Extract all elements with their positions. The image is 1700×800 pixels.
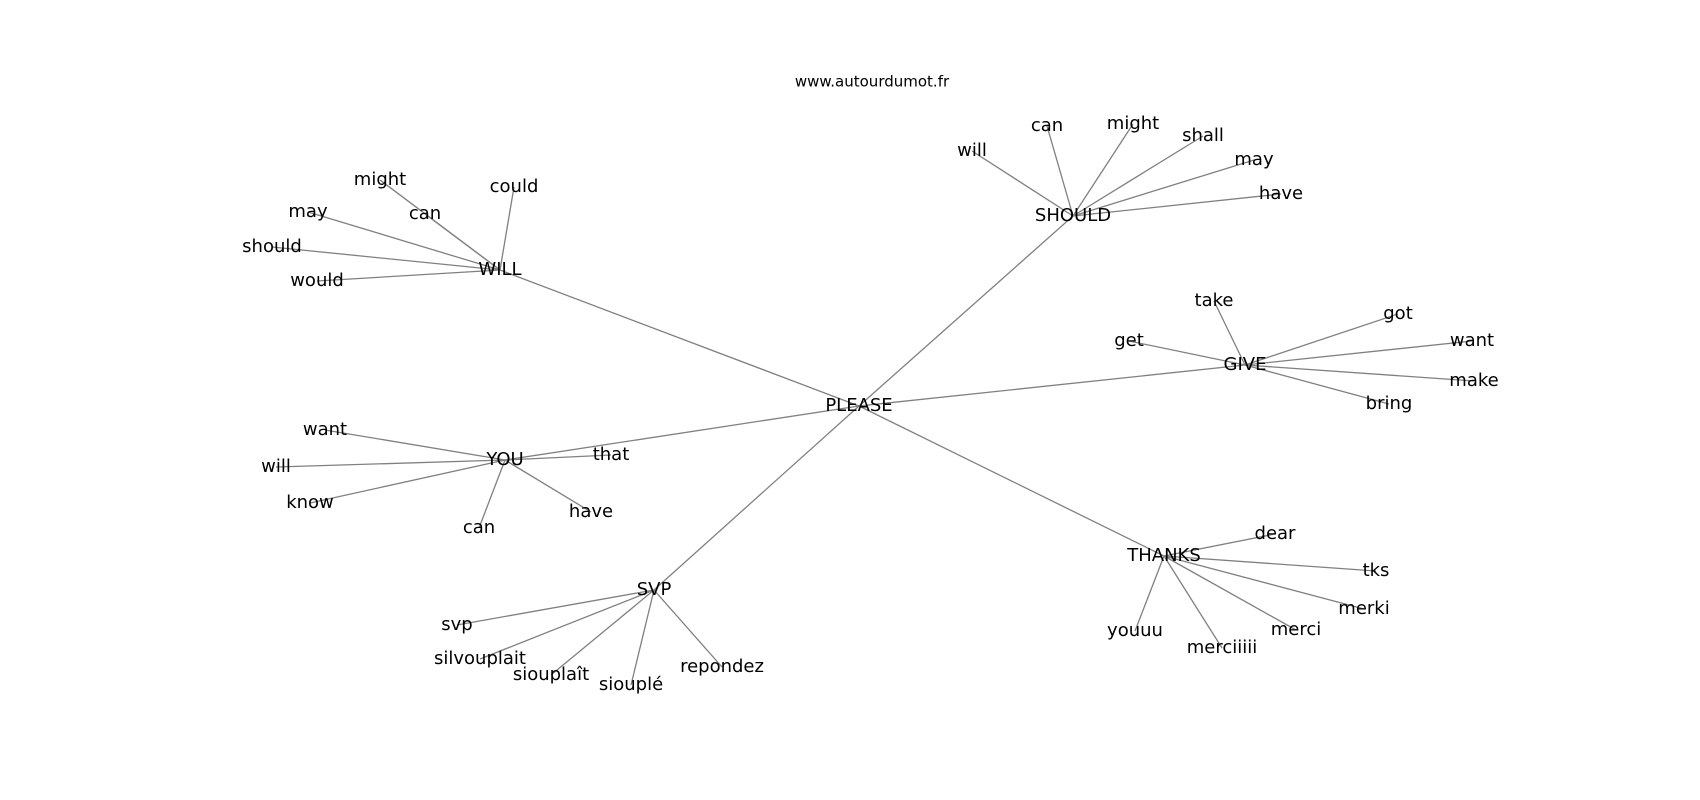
edge-give-word	[1128, 340, 1246, 366]
word-node[interactable]: got	[1383, 303, 1413, 324]
word-node[interactable]: have	[1259, 183, 1303, 204]
edge-thanks-word	[1163, 555, 1297, 631]
word-node[interactable]: repondez	[680, 656, 764, 677]
word-node[interactable]: will	[261, 456, 291, 477]
word-node[interactable]: know	[286, 492, 334, 513]
edge-svp-word	[550, 589, 655, 676]
edge-give-word	[1213, 300, 1246, 366]
word-node[interactable]: should	[242, 236, 302, 257]
edge-will-word	[424, 213, 501, 271]
edge-please-should	[858, 215, 1074, 407]
edge-thanks-word	[1163, 555, 1377, 572]
edge-should-word	[1072, 123, 1134, 217]
edge-will-word	[271, 246, 501, 271]
graph-labels: www.autourdumot.fr PLEASE WILL might could m…	[242, 73, 1499, 696]
edge-give-word	[1244, 364, 1390, 405]
word-node[interactable]: that	[593, 444, 630, 465]
edge-please-will	[499, 269, 860, 407]
edge-please-you	[504, 405, 860, 461]
edge-thanks-word	[1163, 533, 1276, 557]
word-node[interactable]: could	[490, 176, 539, 197]
word-node[interactable]: siouplaît	[513, 664, 589, 685]
word-node[interactable]: merki	[1338, 598, 1389, 619]
edge-thanks-word	[1163, 555, 1223, 649]
edge-thanks-word	[1163, 555, 1365, 610]
site-url[interactable]: www.autourdumot.fr	[795, 73, 950, 91]
edge-you-word	[309, 459, 506, 504]
word-node[interactable]: merciiiii	[1187, 637, 1258, 658]
edge-thanks-word	[1134, 555, 1165, 632]
word-node[interactable]: tks	[1363, 560, 1390, 581]
word-node[interactable]: can	[409, 203, 441, 224]
hub-node-give[interactable]: GIVE	[1224, 354, 1267, 375]
word-node[interactable]: shall	[1182, 125, 1224, 146]
edge-should-word	[1046, 125, 1074, 217]
edge-give-word	[1244, 313, 1399, 366]
hub-node-will[interactable]: WILL	[478, 259, 521, 280]
edge-will-word	[307, 211, 501, 271]
word-node[interactable]: have	[569, 501, 613, 522]
word-node[interactable]: want	[1450, 330, 1494, 351]
word-node[interactable]: might	[354, 169, 406, 190]
hub-node-you[interactable]: YOU	[485, 449, 523, 470]
edge-please-svp	[653, 405, 860, 591]
word-node[interactable]: dear	[1255, 523, 1297, 544]
word-node[interactable]: can	[1031, 115, 1063, 136]
hub-node-svp[interactable]: SVP	[637, 579, 672, 600]
word-node[interactable]: will	[957, 140, 987, 161]
edge-should-word	[1072, 193, 1282, 217]
edge-give-word	[1244, 340, 1473, 366]
edge-you-word	[324, 429, 506, 461]
word-node[interactable]: youuu	[1107, 620, 1163, 641]
word-node[interactable]: would	[290, 270, 344, 291]
edge-please-give	[858, 364, 1246, 407]
word-node[interactable]: siouplé	[599, 674, 663, 695]
edge-svp-word	[653, 589, 723, 668]
word-node[interactable]: merci	[1271, 619, 1322, 640]
center-node-please[interactable]: PLEASE	[825, 395, 892, 416]
word-node[interactable]: make	[1449, 370, 1498, 391]
hub-node-thanks[interactable]: THANKS	[1126, 545, 1201, 566]
edge-should-word	[1072, 135, 1204, 217]
graph-edges	[271, 123, 1475, 686]
word-node[interactable]: get	[1114, 330, 1144, 351]
edge-you-word	[504, 454, 612, 461]
edge-should-word	[1072, 159, 1255, 217]
word-node[interactable]: want	[303, 419, 347, 440]
hub-node-should[interactable]: SHOULD	[1035, 205, 1111, 226]
word-node[interactable]: silvouplait	[434, 648, 526, 669]
edge-will-word	[316, 269, 501, 282]
word-node[interactable]: take	[1195, 290, 1234, 311]
edge-svp-word	[630, 589, 655, 686]
edge-you-word	[478, 459, 506, 529]
edge-should-word	[971, 150, 1074, 217]
word-node[interactable]: svp	[441, 614, 472, 635]
word-node[interactable]: may	[288, 201, 328, 222]
word-node[interactable]: bring	[1366, 393, 1413, 414]
edge-please-thanks	[858, 405, 1165, 557]
edge-svp-word	[479, 589, 655, 660]
edge-svp-word	[456, 589, 655, 626]
edge-you-word	[275, 459, 506, 468]
word-node[interactable]: might	[1107, 113, 1159, 134]
edge-will-word	[499, 186, 515, 271]
word-node[interactable]: may	[1234, 149, 1274, 170]
edge-give-word	[1244, 364, 1475, 382]
word-node[interactable]: can	[463, 517, 495, 538]
edge-you-word	[504, 459, 592, 513]
